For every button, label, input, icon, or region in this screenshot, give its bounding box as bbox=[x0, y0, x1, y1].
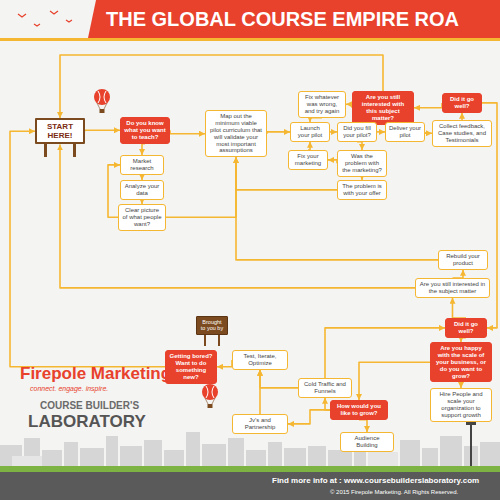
node-text: Did it go well? bbox=[449, 321, 483, 335]
street-lamp bbox=[466, 421, 476, 470]
node-text: Brought to you by bbox=[200, 319, 224, 332]
process-box: Hire People and scale your organization … bbox=[430, 388, 492, 422]
node-text: Fix your marketing bbox=[292, 153, 324, 167]
process-box: Audience Building bbox=[340, 432, 394, 452]
process-box: Deliver your pilot bbox=[385, 122, 425, 142]
connector bbox=[461, 113, 463, 120]
decision-box: Getting bored? Want to do something new? bbox=[165, 350, 217, 384]
connector bbox=[377, 131, 385, 133]
node-text: Cold Traffic and Funnels bbox=[302, 381, 348, 395]
birds bbox=[18, 11, 72, 26]
process-box: Launch your pilot bbox=[290, 122, 330, 142]
process-box: Fix your marketing bbox=[288, 150, 328, 170]
connector bbox=[308, 142, 310, 150]
connector bbox=[288, 410, 330, 424]
start-sign: START HERE! bbox=[35, 118, 85, 144]
process-box: The problem is with your offer bbox=[337, 180, 387, 200]
process-box: Was the problem with the marketing? bbox=[337, 150, 387, 177]
tagline: connect. engage. inspire. bbox=[30, 385, 108, 392]
title-text: THE GLOBAL COURSE EMPIRE ROA bbox=[106, 8, 459, 31]
node-text: Hire People and scale your organization … bbox=[434, 391, 488, 419]
node-text: Was the problem with the marketing? bbox=[341, 153, 383, 174]
connector bbox=[10, 131, 165, 367]
node-text: Getting bored? Want to do something new? bbox=[169, 353, 213, 381]
decision-box: Did it go well? bbox=[445, 318, 487, 338]
connector bbox=[357, 142, 362, 150]
node-text: Are you still interested in the subject … bbox=[419, 281, 486, 295]
connector bbox=[85, 130, 120, 132]
brand-name: COURSE BUILDER'S bbox=[40, 400, 139, 411]
title-banner bbox=[88, 0, 500, 38]
process-box: Fix whatever was wrong, and try again bbox=[298, 91, 346, 118]
connector bbox=[414, 103, 442, 108]
sign-posts bbox=[44, 133, 220, 346]
decision-box: Are you happy with the scale of your bus… bbox=[430, 342, 492, 382]
node-text: START HERE! bbox=[39, 122, 81, 140]
footer-link: Find more info at : www.coursebuildersla… bbox=[272, 476, 479, 485]
node-text: Did you fill your pilot? bbox=[341, 125, 373, 139]
connector bbox=[359, 420, 367, 432]
connector bbox=[260, 370, 298, 388]
node-text: Are you happy with the scale of your bus… bbox=[434, 345, 488, 379]
process-box: Rebuild your product bbox=[438, 250, 488, 270]
node-text: Test, Iterate, Optimize bbox=[236, 353, 284, 367]
node-text: Deliver your pilot bbox=[389, 125, 421, 139]
process-box: Did you fill your pilot? bbox=[337, 122, 377, 142]
process-box: Market research bbox=[120, 155, 164, 175]
node-text: Did it go well? bbox=[446, 96, 478, 110]
road bbox=[0, 472, 500, 500]
connector bbox=[330, 131, 337, 133]
process-box: Map out the minimum viable pilot curricu… bbox=[205, 110, 267, 157]
node-text: Market research bbox=[124, 158, 160, 172]
process-box: Are you still interested in the subject … bbox=[415, 278, 490, 298]
connector bbox=[60, 55, 383, 118]
decision-box: How would you like to grow? bbox=[330, 400, 388, 420]
connector bbox=[142, 144, 145, 155]
node-text: Rebuild your product bbox=[442, 253, 484, 267]
process-box: Test, Iterate, Optimize bbox=[232, 350, 288, 370]
node-text: Launch your pilot bbox=[294, 125, 326, 139]
connector bbox=[60, 144, 415, 288]
decision-box: Are you still interested with this subje… bbox=[352, 91, 414, 125]
city-skyline bbox=[0, 432, 500, 470]
title-stripe bbox=[0, 38, 500, 41]
node-text: Analyze your data bbox=[124, 183, 160, 197]
node-text: How would you like to grow? bbox=[334, 403, 384, 417]
hot-air-balloon bbox=[94, 89, 110, 113]
process-box: Clear picture of what people want? bbox=[118, 204, 166, 231]
brand-name: LABORATORY bbox=[28, 412, 146, 432]
connector bbox=[359, 362, 430, 400]
connector bbox=[166, 157, 236, 217]
hot-air-balloon bbox=[202, 384, 218, 408]
decision-box: Do you know what you want to teach? bbox=[120, 117, 170, 144]
node-text: Map out the minimum viable pilot curricu… bbox=[209, 113, 263, 154]
node-text: Do you know what you want to teach? bbox=[124, 120, 166, 141]
connector bbox=[170, 130, 205, 133]
process-box: Jv's and Partnership bbox=[232, 414, 288, 434]
copyright: © 2015 Firepole Marketing. All Rights Re… bbox=[330, 489, 458, 495]
node-text: Jv's and Partnership bbox=[236, 417, 284, 431]
connector bbox=[217, 360, 232, 367]
node-text: Audience Building bbox=[344, 435, 390, 449]
decision-box: Did it go well? bbox=[442, 93, 482, 113]
connector bbox=[453, 298, 467, 318]
connector bbox=[325, 328, 445, 378]
node-text: Are you still interested with this subje… bbox=[356, 94, 410, 122]
node-text: Clear picture of what people want? bbox=[122, 207, 162, 228]
connector bbox=[425, 132, 432, 133]
node-text: Fix whatever was wrong, and try again bbox=[302, 94, 342, 115]
node-text: The problem is with your offer bbox=[341, 183, 383, 197]
sign-board: Brought to you by bbox=[196, 316, 228, 335]
brand-name: Firepole Marketing bbox=[20, 364, 171, 384]
connector bbox=[267, 132, 290, 134]
node-text: Collect feedback, Case studies, and Test… bbox=[436, 123, 488, 144]
connector bbox=[453, 270, 464, 278]
process-box: Analyze your data bbox=[120, 180, 164, 200]
process-box: Collect feedback, Case studies, and Test… bbox=[432, 120, 492, 147]
grass-strip bbox=[0, 466, 500, 472]
connector bbox=[328, 160, 337, 163]
connector bbox=[259, 370, 261, 414]
process-box: Cold Traffic and Funnels bbox=[298, 378, 352, 398]
